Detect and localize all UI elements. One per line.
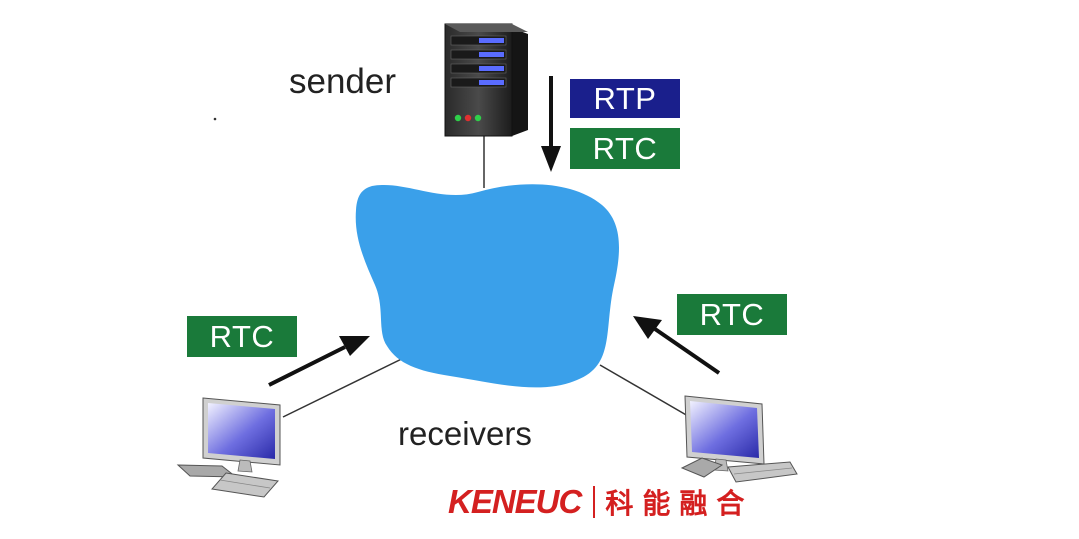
stray-dot [213, 117, 217, 121]
arrow-up-right-icon [268, 336, 370, 387]
link-receiver-right [599, 364, 689, 417]
brand-logo: KENEUC 科能融合 [448, 482, 753, 522]
brand-latin-text: KENEUC [448, 483, 582, 520]
brand-cjk-text: 科能融合 [605, 487, 754, 520]
link-receiver-left [282, 349, 421, 418]
desktop-computer-icon [176, 397, 281, 498]
rtc-tag-left-receiver: RTC [187, 316, 297, 357]
server-icon [444, 23, 528, 137]
rtc-tag-right-receiver: RTC [677, 294, 787, 335]
network-links [282, 133, 689, 418]
arrows [268, 76, 721, 387]
rtc-tag-sender: RTC [570, 128, 680, 169]
arrow-up-left-icon [633, 316, 721, 375]
arrow-down-icon [541, 76, 561, 172]
network-cloud-icon [355, 184, 619, 388]
rtp-tag: RTP [570, 79, 680, 118]
receivers-label: receivers [398, 415, 532, 452]
desktop-computer-icon [680, 395, 798, 483]
sender-label: sender [289, 62, 397, 101]
brand-divider [593, 486, 596, 518]
